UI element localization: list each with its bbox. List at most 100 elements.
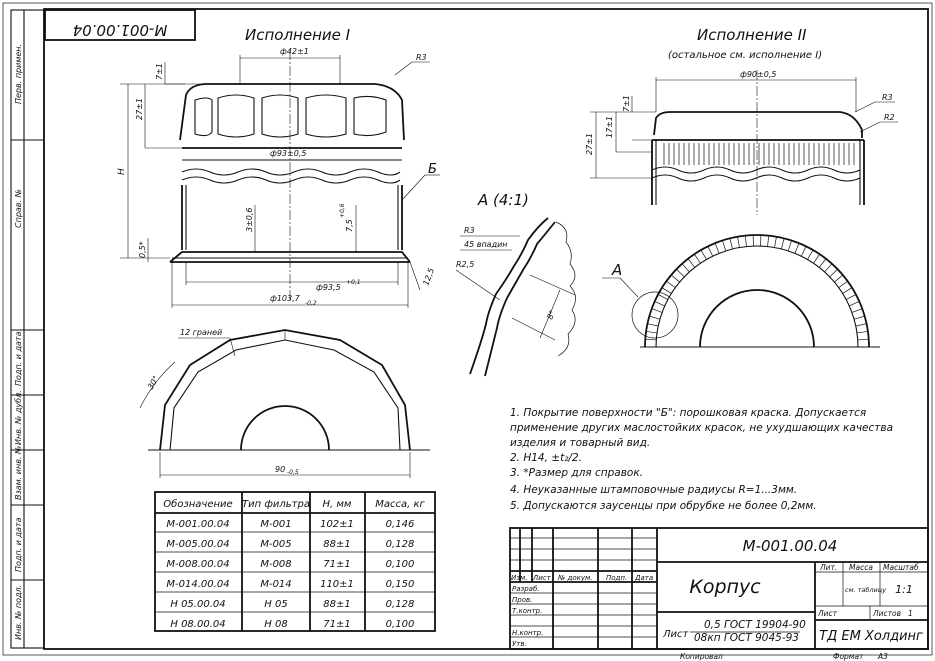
flute-line (856, 331, 868, 334)
table-header-h: H, мм (323, 499, 352, 510)
notes: 1. Покрытие поверхности "Б": порошковая … (510, 407, 893, 512)
flute-line (794, 243, 800, 254)
table-cell: 71±1 (323, 619, 350, 630)
table-cell: М-001.00.04 (166, 519, 229, 530)
table-cell: Н 08 (264, 619, 287, 630)
table-header-designation: Обозначение (163, 498, 232, 510)
dim-d93: ф93±0,5 (270, 149, 306, 158)
table-cell: 0,128 (386, 539, 415, 550)
tb-h-lit: Лит. (819, 563, 837, 572)
flute-line (834, 274, 844, 283)
flute-line (687, 258, 696, 268)
tb-prov: Пров. (512, 596, 532, 604)
flute-line (645, 338, 657, 341)
plan-view-1: 90 -0,5 12 граней 30° (139, 328, 430, 478)
tb-copied: Копировал (680, 652, 723, 661)
flute-line (651, 308, 663, 313)
tb-sign: Подп. (606, 574, 627, 582)
dim-d935: ф93,5 (316, 283, 341, 292)
flute-line (700, 249, 707, 260)
table-cell: М-014.00.04 (166, 579, 229, 590)
view-2: Исполнение II (остальное см. исполнение … (585, 26, 898, 215)
detail-r3: R3 (464, 226, 475, 235)
title-block: Изм. Лист № докум. Подп. Дата Разраб. Пр… (509, 527, 929, 661)
tb-material-1: 0,5 ГОСТ 19904-90 (704, 619, 806, 631)
tb-org: ТД ЕМ Холдинг (819, 629, 923, 644)
dim-w90-tol: -0,5 (287, 469, 299, 476)
table-cell: М-008.00.04 (166, 559, 229, 570)
dim-d1037-tol: -0,2 (305, 300, 317, 307)
flute-line (774, 236, 777, 248)
flute-line (807, 249, 814, 260)
tb-h-sheet: Лист (817, 609, 838, 618)
flute-line (654, 301, 665, 307)
table-cell: 88±1 (323, 599, 350, 610)
flute-line (714, 243, 720, 254)
dim-05: 0,5* (138, 241, 147, 258)
tb-material-2: 08кп ГОСТ 9045-93 (694, 632, 799, 644)
dim-r3-v1: R3 (416, 53, 427, 62)
tb-scale-val: 1:1 (895, 583, 913, 596)
tb-h-scale: Масштаб (883, 563, 919, 572)
tb-material-prefix: Лист (662, 629, 690, 640)
table-cell: М-001 (260, 519, 291, 530)
table-cell: М-014 (260, 579, 291, 590)
stamp-inv-dubl: Инв. № дубл. (14, 390, 23, 445)
table-cell: 0,146 (386, 519, 415, 530)
note-line-7: 5. Допускаются заусенцы при обрубке не б… (510, 500, 817, 512)
note-line-2: применение других маслостойких красок, н… (510, 422, 893, 434)
dim-7-v2: 7±1 (622, 95, 631, 112)
tb-h-mass: Масса (849, 563, 873, 572)
plan-view-2: А (602, 234, 880, 348)
flute-line (855, 323, 867, 327)
flute-line (818, 258, 827, 268)
detail-r25: R2,5 (456, 260, 474, 269)
flute-line (744, 235, 747, 247)
stamp-perv-primen: Перв. примен. (14, 44, 23, 104)
flute-line (737, 236, 740, 248)
dim-d90: ф90±0,5 (740, 70, 776, 79)
dim-d1037: ф103,7 (270, 294, 301, 303)
dim-r3-v2: R3 (882, 93, 893, 102)
dim-75-tol: +0,6 (339, 203, 346, 218)
flute-line (694, 253, 701, 264)
dim-d42: ф42±1 (280, 47, 309, 56)
flute-line (661, 287, 672, 294)
side-stamp: Перв. примен. Справ. № Подп. и дата Инв.… (10, 9, 45, 649)
stamp-podp-data-2: Подп. и дата (14, 517, 23, 572)
flute-line (851, 308, 863, 313)
dim-d935-tol: +0,1 (346, 279, 361, 286)
table-cell: Н 05.00.04 (170, 599, 225, 610)
flute-line (781, 238, 785, 250)
table-cell: М-005.00.04 (166, 539, 229, 550)
dim-3: 3±0,6 (245, 207, 254, 232)
table-cell: 88±1 (323, 539, 350, 550)
table-cell: 71±1 (323, 559, 350, 570)
table-header-filter-type: Тип фильтра (242, 499, 310, 510)
table-cell: 0,128 (386, 599, 415, 610)
detail-a: А (4:1) R3 45 впадин R2,5 8* (455, 191, 576, 377)
table-cell: 102±1 (320, 519, 354, 530)
dim-27-v2: 27±1 (585, 133, 594, 155)
flute-line (838, 280, 848, 288)
flute-line (647, 323, 659, 327)
table-cell: М-005 (260, 539, 291, 550)
note-line-4: 2. H14, ±t₂/2. (510, 452, 582, 464)
table-cell: 0,100 (386, 619, 415, 630)
table-cell: 0,150 (386, 579, 415, 590)
detail-title: А (4:1) (477, 191, 529, 209)
top-doc-code: М-001.00.04 (73, 21, 168, 39)
flute-line (849, 301, 860, 307)
variants-table: Обозначение Тип фильтра H, мм Масса, кг … (154, 491, 436, 632)
dim-angle: 30° (146, 374, 161, 391)
tb-format: Формат (833, 652, 864, 661)
flute-line (681, 263, 690, 273)
flute-line (676, 268, 685, 278)
flute-line (767, 235, 770, 247)
view-1: Исполнение I ф42±1 R3 (117, 26, 440, 308)
flute-line (787, 240, 792, 252)
dim-17: 17±1 (605, 116, 614, 138)
tb-nkontr: Н.контр. (512, 629, 543, 637)
flute-line (729, 238, 733, 250)
